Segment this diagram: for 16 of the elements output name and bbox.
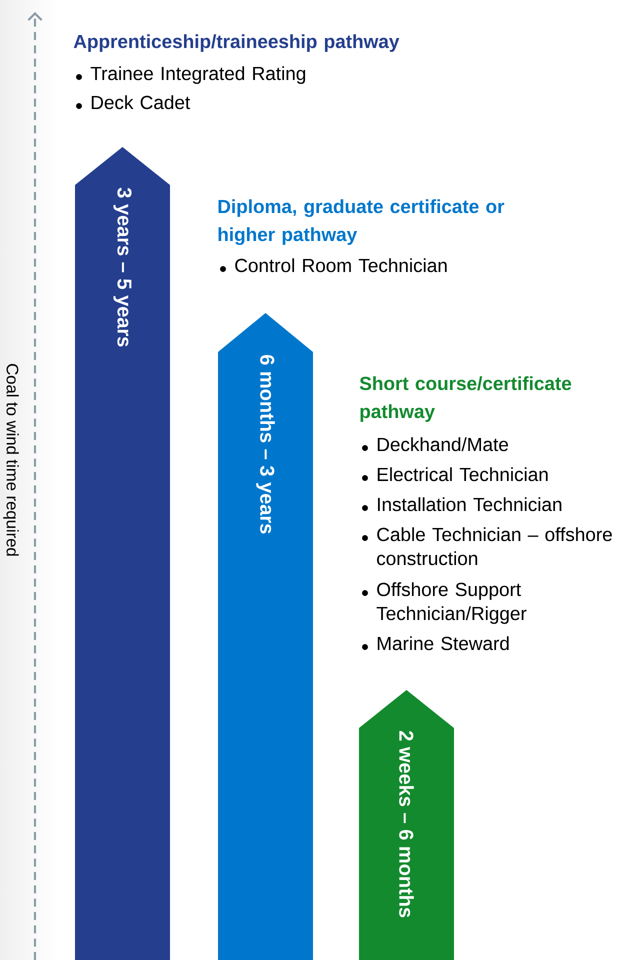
- pathway-heading: Apprenticeship/traineeship pathway: [74, 34, 400, 52]
- pathway-heading: Short course/certificate pathway: [360, 376, 572, 422]
- axis-label: Coal to wind time required: [3, 364, 19, 556]
- bullet-item: Cable Technician – offshore construction: [362, 527, 612, 566]
- bullet-item: Offshore Support Technician/Rigger: [362, 582, 526, 624]
- bullet-item: Electrical Technician: [362, 467, 548, 482]
- bullet-item: Control Room Technician: [220, 258, 447, 272]
- bullet-item: Installation Technician: [362, 497, 562, 512]
- duration-label: 6 months – 3 years: [256, 355, 275, 534]
- bullet-item: Deckhand/Mate: [362, 437, 508, 452]
- bullet-item: Trainee Integrated Rating: [76, 66, 306, 84]
- bullet-item: Deck Cadet: [76, 95, 190, 110]
- duration-label: 3 years – 5 years: [113, 188, 132, 347]
- pathway-heading: Diploma, graduate certificate or higher pathway: [218, 199, 504, 245]
- duration-label: 2 weeks – 6 months: [399, 730, 414, 918]
- bullet-item: Marine Steward: [362, 636, 509, 650]
